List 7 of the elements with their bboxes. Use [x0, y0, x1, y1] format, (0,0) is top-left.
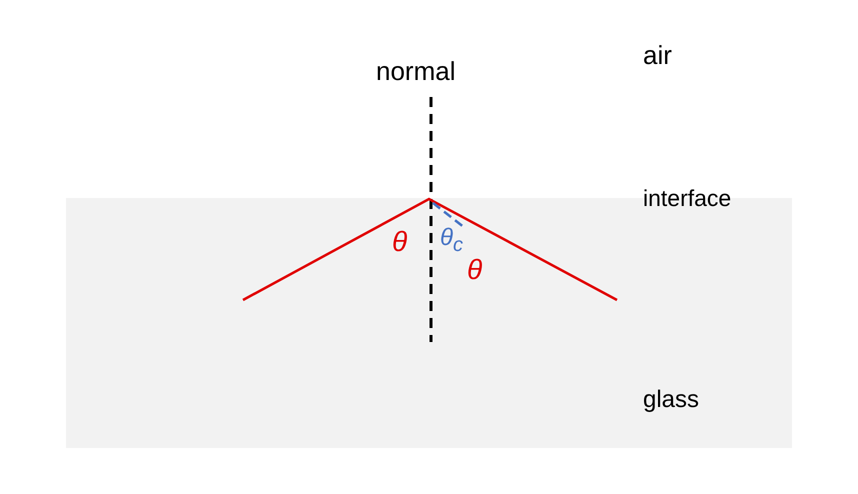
medium-label: air — [643, 42, 672, 68]
medium-label: glass — [643, 388, 700, 412]
angle-label: θ — [392, 228, 408, 256]
boundary-label: interface — [643, 187, 732, 210]
angle-label: θ — [467, 256, 482, 284]
angle-label: θ$_{c}$ — [440, 226, 464, 255]
line-label: normal — [376, 58, 456, 84]
